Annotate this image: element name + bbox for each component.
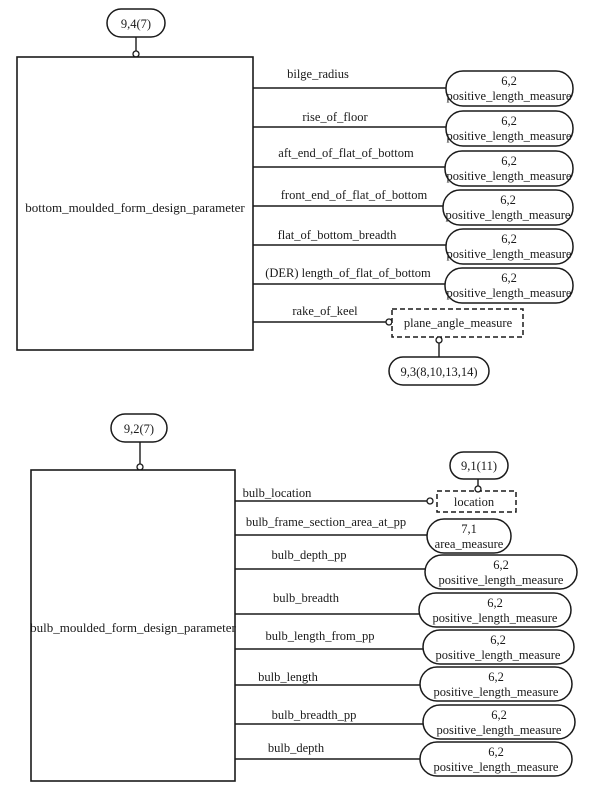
type-pill[interactable] <box>444 150 574 187</box>
attribute-name: bilge_radius <box>287 67 349 81</box>
type-name: positive_length_measure <box>447 169 572 183</box>
type-pill[interactable] <box>424 554 578 590</box>
type-ref: 6,2 <box>501 74 517 88</box>
defined-type-box[interactable] <box>436 490 517 513</box>
attribute-name: flat_of_bottom_breadth <box>278 228 397 242</box>
type-ref: 6,2 <box>490 633 506 647</box>
type-ref: 6,2 <box>501 271 517 285</box>
diagram-bottom-moulded-form: 9,4(7) bottom_moulded_form_design_parame… <box>16 8 574 386</box>
type-ref: 7,1 <box>461 522 477 536</box>
type-name: positive_length_measure <box>447 247 572 261</box>
type-pill[interactable] <box>426 518 512 554</box>
type-name: positive_length_measure <box>439 573 564 587</box>
defined-type-box[interactable] <box>391 308 524 338</box>
type-name: positive_length_measure <box>434 760 559 774</box>
type-name: positive_length_measure <box>446 208 571 222</box>
connector-circle-icon <box>426 497 434 505</box>
attribute-name: bulb_breadth_pp <box>272 708 357 722</box>
diagram-bulb-moulded-form: 9,2(7) bulb_moulded_form_design_paramete… <box>30 413 578 782</box>
entity-ref-label: 9,2(7) <box>124 422 154 436</box>
defined-type-name: plane_angle_measure <box>404 316 513 330</box>
connector-circle-icon <box>474 485 482 493</box>
type-name: positive_length_measure <box>436 648 561 662</box>
type-name: positive_length_measure <box>434 685 559 699</box>
type-name: positive_length_measure <box>437 723 562 737</box>
type-ref: 6,2 <box>501 154 517 168</box>
type-pill[interactable] <box>445 110 574 147</box>
attribute-name: bulb_frame_section_area_at_pp <box>246 515 406 529</box>
type-name: positive_length_measure <box>447 129 572 143</box>
attribute-name: bulb_location <box>243 486 312 500</box>
type-pill[interactable] <box>419 741 573 777</box>
attribute-name: bulb_length_from_pp <box>265 629 374 643</box>
type-ref: 6,2 <box>491 708 507 722</box>
attribute-name: bulb_length <box>258 670 318 684</box>
entity-name: bottom_moulded_form_design_parameter <box>25 200 245 215</box>
type-pill[interactable] <box>445 70 574 107</box>
entity-box[interactable] <box>30 469 236 782</box>
type-name: positive_length_measure <box>433 611 558 625</box>
page-ref-pill[interactable] <box>449 451 509 480</box>
type-ref: 6,2 <box>501 114 517 128</box>
type-ref: 6,2 <box>500 193 516 207</box>
type-pill[interactable] <box>419 666 573 702</box>
defined-type-name: location <box>454 495 495 509</box>
type-pill[interactable] <box>422 704 576 740</box>
entity-ref-label: 9,4(7) <box>121 17 151 31</box>
entity-name: bulb_moulded_form_design_parameter <box>30 620 236 635</box>
page-ref-label: 9,3(8,10,13,14) <box>400 365 477 379</box>
connector-circle-icon <box>385 318 393 326</box>
attribute-name: bulb_breadth <box>273 591 340 605</box>
attribute-name: bulb_depth_pp <box>272 548 347 562</box>
type-ref: 6,2 <box>488 670 504 684</box>
type-pill[interactable] <box>418 592 572 628</box>
attribute-name: aft_end_of_flat_of_bottom <box>278 146 414 160</box>
type-name: area_measure <box>435 537 504 551</box>
entity-box[interactable] <box>16 56 254 351</box>
type-name: positive_length_measure <box>447 89 572 103</box>
type-ref: 6,2 <box>501 232 517 246</box>
entity-ref-pill[interactable] <box>110 413 168 443</box>
type-pill[interactable] <box>445 228 574 265</box>
type-ref: 6,2 <box>488 745 504 759</box>
attribute-name: (DER) length_of_flat_of_bottom <box>265 266 431 280</box>
connector-circle-icon <box>435 336 443 344</box>
type-pill[interactable] <box>442 189 574 226</box>
attribute-name: front_end_of_flat_of_bottom <box>281 188 428 202</box>
type-pill[interactable] <box>422 629 575 665</box>
type-pill[interactable] <box>444 267 574 304</box>
attribute-name: bulb_depth <box>268 741 325 755</box>
page-ref-pill[interactable] <box>388 356 490 386</box>
attribute-name: rake_of_keel <box>292 304 358 318</box>
page-ref-label: 9,1(11) <box>461 459 497 473</box>
ref-connector-circle-icon <box>136 463 144 471</box>
ref-connector-circle-icon <box>132 50 140 58</box>
attribute-name: rise_of_floor <box>302 110 368 124</box>
type-ref: 6,2 <box>493 558 509 572</box>
type-name: positive_length_measure <box>447 286 572 300</box>
type-ref: 6,2 <box>487 596 503 610</box>
